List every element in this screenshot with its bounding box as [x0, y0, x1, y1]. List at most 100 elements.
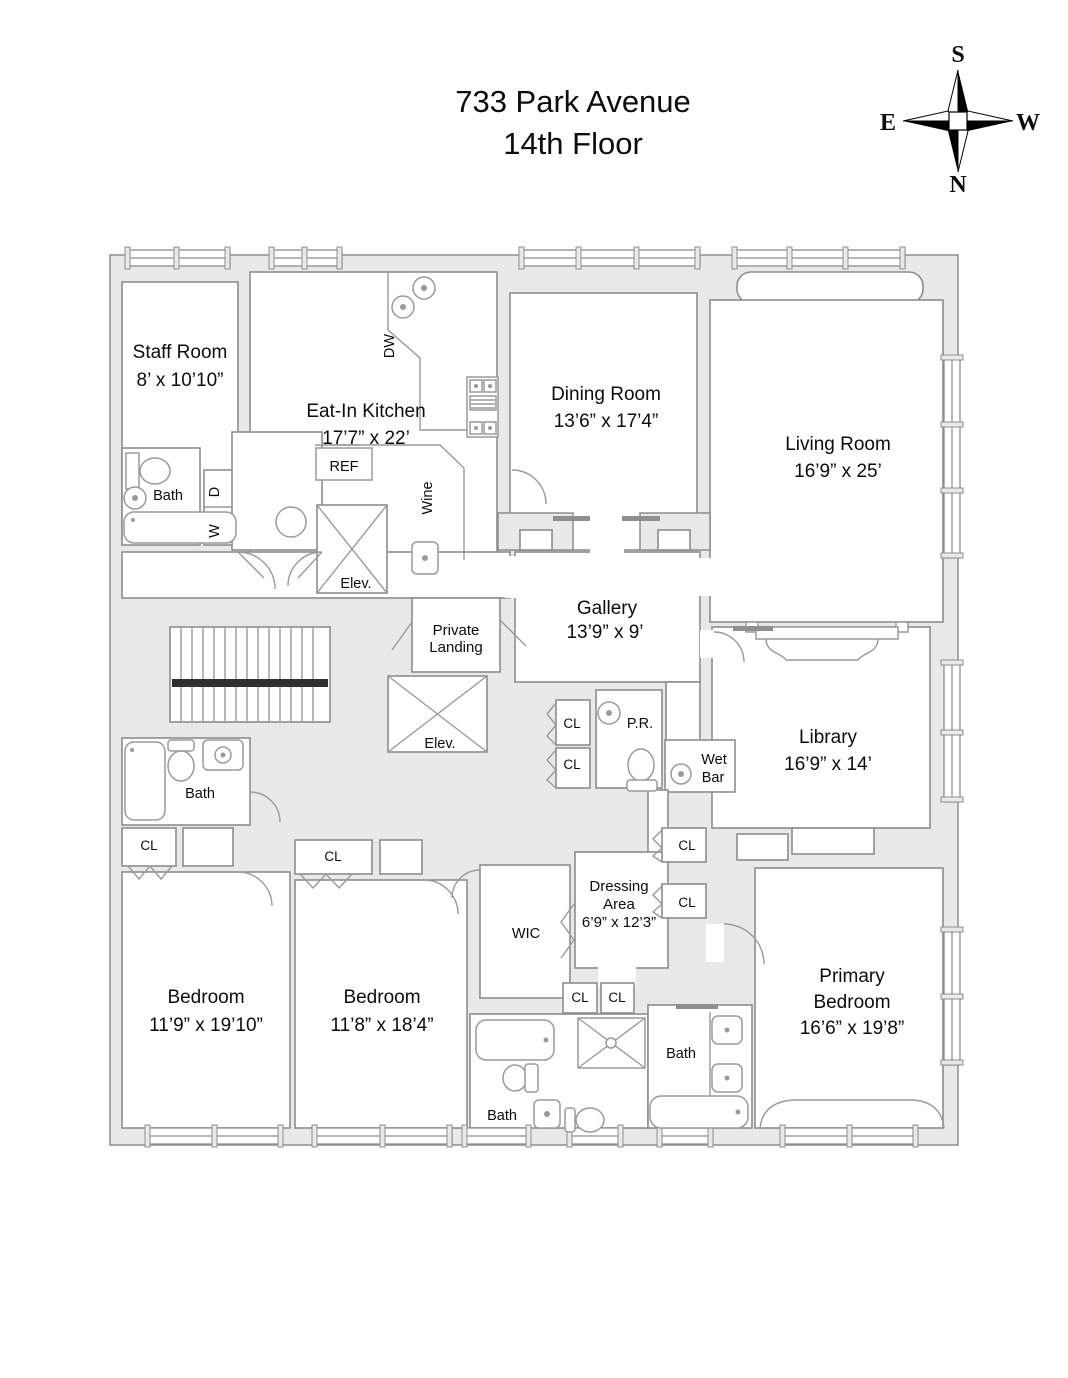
- closet-hall-1: [555, 699, 591, 746]
- closet-bedroom2: [294, 839, 373, 875]
- wet-bar-label-2: Bar: [702, 770, 725, 786]
- closet-small-1-label: CL: [571, 990, 589, 1005]
- bath-primary-label: Bath: [666, 1046, 696, 1062]
- room-private-landing: [411, 597, 501, 673]
- dressing-line1: Dressing: [589, 878, 648, 895]
- window-bottom-bath1: [461, 1124, 532, 1148]
- door-primary: [723, 923, 765, 965]
- opening-dining-gallery: [590, 545, 624, 560]
- primary-bath-fittings: Bath: [649, 1004, 749, 1129]
- door-vestibule-2: [287, 551, 323, 587]
- room-living: [709, 299, 944, 623]
- bathtub-icon: [124, 741, 166, 821]
- window-right-library: [940, 659, 964, 803]
- opening-dressing-bath: [598, 965, 636, 987]
- page-subtitle: 14th Floor: [503, 126, 643, 161]
- closet-small-2: [600, 982, 635, 1014]
- library-name: Library: [799, 727, 858, 748]
- wine-cooler-label: Wine: [420, 481, 436, 514]
- toilet-icon: [502, 1064, 528, 1092]
- closet-bifold-icon: [299, 872, 353, 890]
- staircase-area: [169, 626, 331, 723]
- closet-bifold-icon: [651, 829, 664, 863]
- toilet-icon: [627, 748, 655, 782]
- page-title: 733 Park Avenue: [455, 84, 691, 119]
- closet-left: [121, 827, 177, 867]
- dining-dims: 13’6” x 17’4”: [554, 411, 659, 432]
- door-landing-leaf-2: [391, 621, 413, 651]
- passage-gallery-wetbar: [665, 681, 701, 745]
- elevator-2: Elev.: [387, 675, 488, 753]
- closet-hall-2-label: CL: [563, 757, 581, 772]
- hall-vestibule: [231, 431, 323, 551]
- primary-dims: 16’6” x 19’8”: [800, 1018, 905, 1039]
- bathtub-icon: [475, 1019, 555, 1061]
- closet-bifold-icon: [546, 749, 557, 789]
- landing-line2: Landing: [429, 639, 482, 656]
- opening-primary-door: [706, 924, 724, 962]
- staff-room-name: Staff Room: [133, 342, 228, 363]
- bathtub-icon: [649, 1095, 749, 1129]
- landing-line1: Private: [433, 622, 480, 639]
- window-bottom-bedroom1: [144, 1124, 284, 1148]
- toilet-tank-icon: [524, 1063, 539, 1093]
- door-dining: [511, 469, 547, 505]
- compass-rose-icon: S E W N: [880, 42, 1040, 198]
- closet-dressing-2: [661, 883, 707, 919]
- dining-name: Dining Room: [551, 384, 661, 405]
- door-landing-leaf: [499, 619, 527, 647]
- primary-line1: Primary: [819, 966, 885, 987]
- bath-hall-label: Bath: [487, 1108, 517, 1124]
- gallery-dims: 13’9” x 9’: [566, 622, 643, 643]
- range-icon: [466, 376, 499, 438]
- closet-small-2-label: CL: [608, 990, 626, 1005]
- closet-hall-1-label: CL: [563, 716, 581, 731]
- window-top-dining: [518, 246, 701, 270]
- elevator-1: Elev.: [316, 504, 388, 594]
- powder-room-fittings: CL CL P.R. Wet Bar: [546, 701, 727, 792]
- wet-bar-label-1: Wet: [701, 752, 727, 768]
- room-bedroom-2: [294, 879, 468, 1129]
- room-dressing: [574, 851, 669, 969]
- gallery-name: Gallery: [577, 598, 638, 619]
- refrigerator-label: REF: [330, 459, 359, 475]
- shower-icon: [577, 1017, 646, 1069]
- bedroom2-dims: 11’8” x 18’4”: [330, 1015, 433, 1036]
- toilet-tank-icon: [626, 779, 658, 792]
- room-bedroom-1: [121, 871, 291, 1129]
- bedroom-closets: CL CL CL CL CL CL: [127, 829, 696, 1005]
- dryer-label: D: [207, 487, 223, 497]
- window-right-living: [940, 354, 964, 559]
- dressing-line2: Area: [603, 896, 635, 913]
- toilet-icon: [167, 750, 195, 782]
- kitchen-fittings: DW REF Wine: [275, 272, 499, 575]
- compass-north-label: N: [949, 172, 967, 198]
- bedroom2-name: Bedroom: [343, 987, 420, 1008]
- closet-bedroom2-label: CL: [324, 849, 342, 864]
- closet-dressing-1-label: CL: [678, 838, 696, 853]
- bedroom1-name: Bedroom: [167, 987, 244, 1008]
- door-bath-mid: [249, 791, 281, 823]
- library-dims: 16’9” x 14’: [784, 754, 872, 775]
- door-bedroom2: [423, 879, 459, 915]
- refrigerator-icon: [315, 447, 373, 481]
- staff-room-dims: 8’ x 10’10”: [137, 370, 224, 391]
- living-name: Living Room: [785, 434, 891, 455]
- pocket-door-bath: [676, 1004, 718, 1009]
- toilet-tank-icon: [167, 739, 195, 752]
- bath-mid-label: Bath: [185, 786, 215, 802]
- kitchen-name: Eat-In Kitchen: [306, 401, 425, 422]
- primary-bay-window: [759, 1099, 945, 1129]
- door-bedroom1: [237, 871, 273, 907]
- staircase: [172, 627, 328, 722]
- pocket-door-right: [622, 516, 660, 521]
- kitchen-counter: [387, 272, 497, 431]
- living-room-alcove: [736, 271, 924, 304]
- door-swings: [237, 469, 773, 965]
- opening-hall-gallery: [505, 556, 523, 598]
- bedroom1-dims: 11’9” x 19’10”: [149, 1015, 263, 1036]
- room-wic: [479, 864, 571, 999]
- pocket-door-library: [733, 626, 773, 631]
